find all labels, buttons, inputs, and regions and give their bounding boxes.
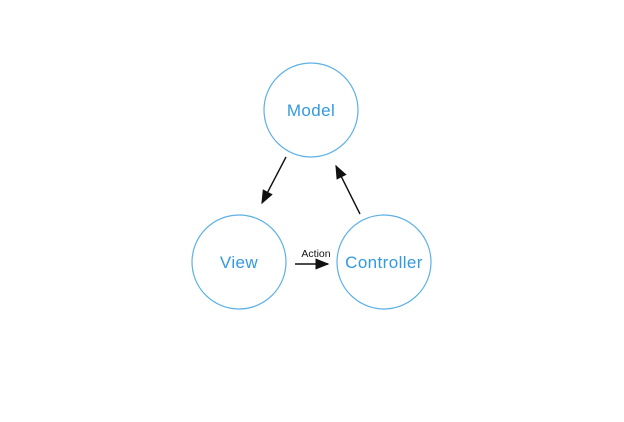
model-to-view-arrow <box>261 156 287 205</box>
edge-label-action: Action <box>301 248 330 260</box>
node-label-view: View <box>220 253 258 272</box>
node-controller: Controller <box>336 214 432 310</box>
edge-model-to-view <box>261 156 287 205</box>
view-circle <box>191 214 287 310</box>
node-label-model: Model <box>287 101 335 120</box>
edge-controller-to-model <box>335 164 361 215</box>
edge-view-to-controller: Action <box>295 248 331 270</box>
model-circle <box>263 62 359 158</box>
controller-to-model-arrow <box>335 164 361 215</box>
node-label-controller: Controller <box>345 253 423 272</box>
node-model: Model <box>263 62 359 158</box>
controller-circle <box>336 214 432 310</box>
node-view: View <box>191 214 287 310</box>
